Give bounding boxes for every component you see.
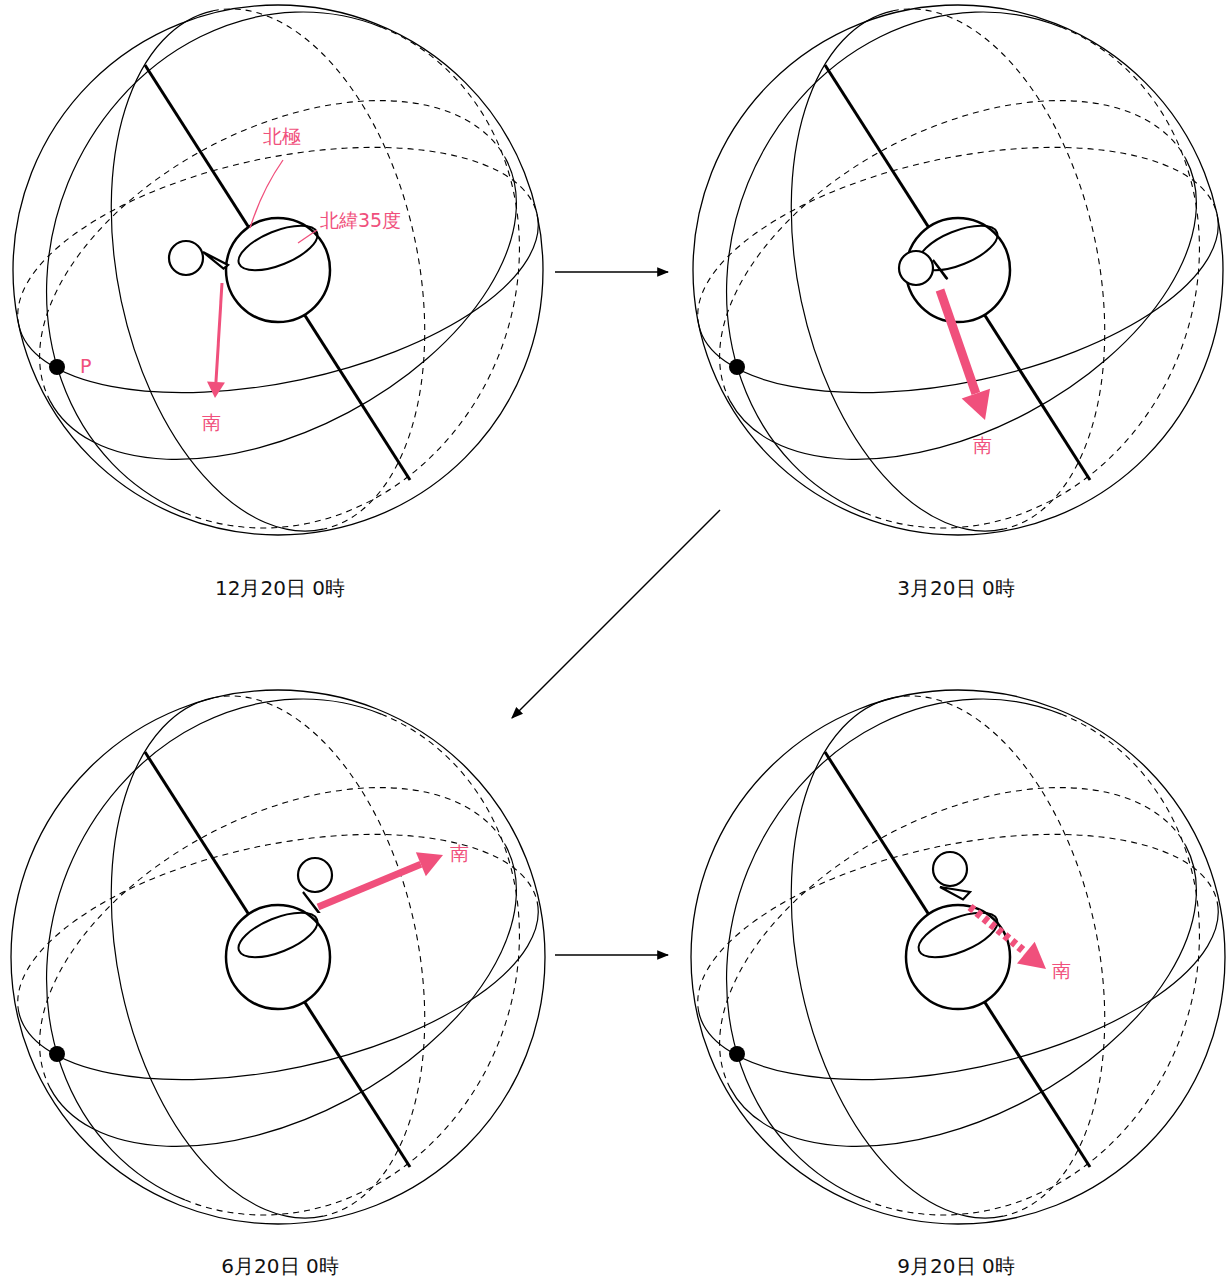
pole-label: 北極 [263, 126, 301, 147]
date-caption: 9月20日 0時 [897, 1255, 1014, 1277]
direction-label: 南 [973, 435, 992, 456]
date-caption: 12月20日 0時 [215, 577, 345, 599]
sphere-panel [11, 690, 545, 1224]
sphere-panel [13, 5, 543, 535]
direction-label: 南 [1052, 960, 1071, 981]
date-caption: 6月20日 0時 [221, 1255, 338, 1277]
point-label: P [80, 356, 91, 377]
direction-label: 南 [202, 412, 221, 433]
sphere-panel [693, 5, 1223, 535]
direction-label: 南 [450, 843, 469, 864]
sphere-panel [691, 690, 1225, 1224]
date-caption: 3月20日 0時 [897, 577, 1014, 599]
latitude-label: 北緯35度 [320, 210, 401, 231]
